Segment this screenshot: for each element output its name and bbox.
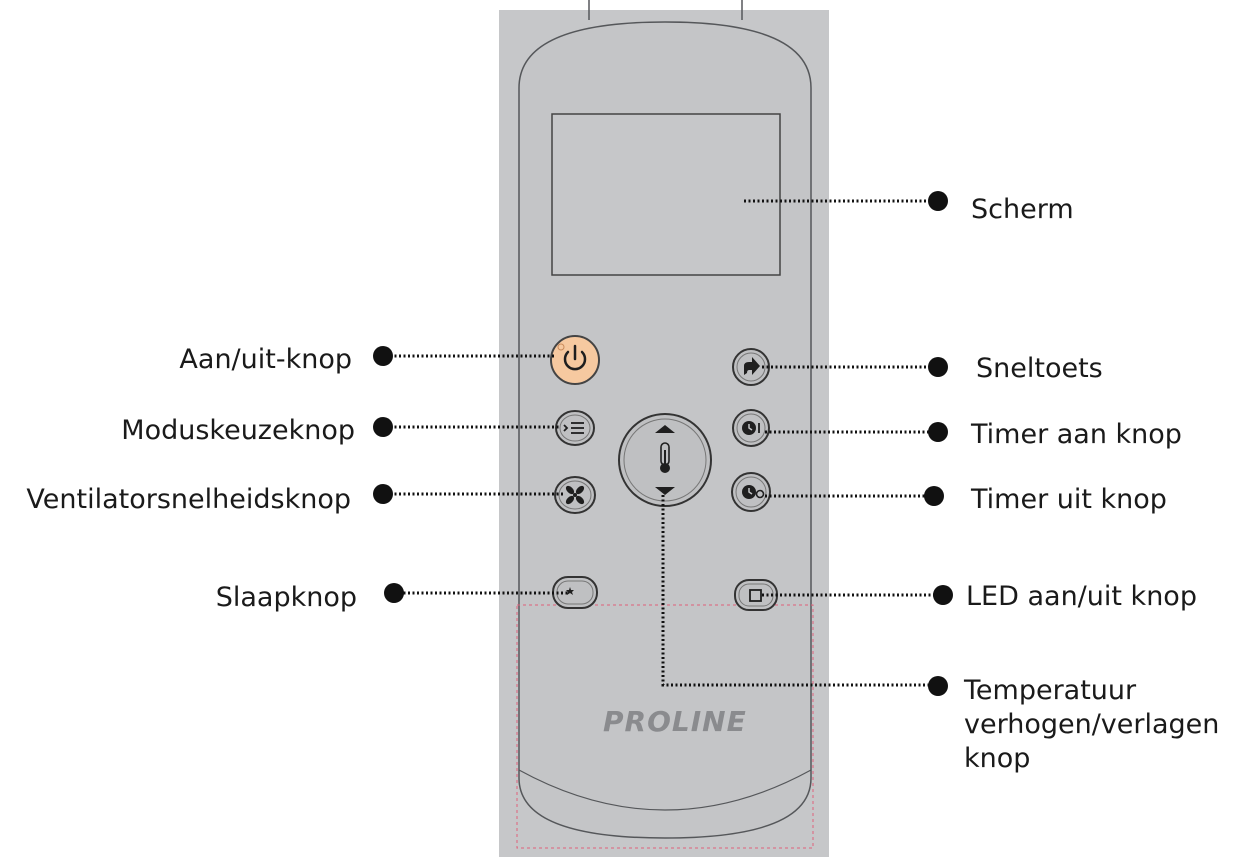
battery-compartment-outline	[516, 604, 814, 849]
dot-led	[933, 585, 953, 605]
square-led-icon	[749, 589, 762, 602]
timer-on-icon	[742, 421, 760, 435]
leader-dots	[373, 191, 953, 696]
timer-on-button[interactable]	[732, 409, 770, 447]
dot-shortcut	[928, 357, 948, 377]
shortcut-button[interactable]	[732, 348, 770, 386]
leader-line-temperature	[661, 495, 930, 687]
label-led: LED aan/uit knop	[966, 581, 1197, 612]
label-screen: Scherm	[971, 194, 1074, 225]
label-temperature-line1: Temperatuur	[964, 675, 1137, 706]
label-temperature-line2: verhogen/verlagen	[964, 709, 1220, 740]
led-button[interactable]	[734, 579, 778, 611]
dot-screen	[928, 191, 948, 211]
temperature-button[interactable]	[618, 413, 712, 507]
dot-sleep	[384, 583, 404, 603]
moon-star-icon	[566, 584, 583, 601]
brand-logo: PROLINE	[603, 705, 747, 738]
label-temperature-line3: knop	[964, 743, 1031, 774]
thermometer-icon	[660, 442, 670, 473]
fan-icon	[565, 485, 585, 505]
dot-timer-on	[928, 422, 948, 442]
label-shortcut: Sneltoets	[976, 353, 1103, 384]
label-mode: Moduskeuzeknop	[121, 415, 355, 446]
mode-list-icon	[563, 422, 584, 434]
label-timer-off: Timer uit knop	[971, 484, 1167, 515]
sleep-button[interactable]	[552, 576, 598, 609]
mode-button[interactable]	[555, 410, 595, 446]
fan-speed-button[interactable]	[554, 476, 596, 514]
cover-seam	[518, 769, 812, 811]
dot-mode	[373, 417, 393, 437]
temperature-down-arrow-icon	[655, 487, 675, 495]
label-timer-on: Timer aan knop	[971, 419, 1182, 450]
shortcut-arrow-icon	[744, 357, 760, 375]
dot-temperature	[928, 676, 948, 696]
power-icon	[563, 344, 587, 371]
label-fan: Ventilatorsnelheidsknop	[26, 484, 351, 515]
timer-off-button[interactable]	[731, 472, 771, 512]
temperature-up-arrow-icon	[655, 425, 675, 433]
timer-off-icon	[742, 485, 765, 499]
dot-fan	[373, 484, 393, 504]
label-temperature: Temperatuur verhogen/verlagen knop	[964, 674, 1234, 776]
power-button[interactable]	[550, 335, 600, 385]
dot-timer-off	[924, 486, 944, 506]
label-sleep: Slaapknop	[215, 582, 357, 613]
label-power: Aan/uit-knop	[179, 344, 352, 375]
dot-power	[373, 346, 393, 366]
leader-lines	[390, 199, 940, 687]
lcd-screen	[551, 113, 781, 276]
